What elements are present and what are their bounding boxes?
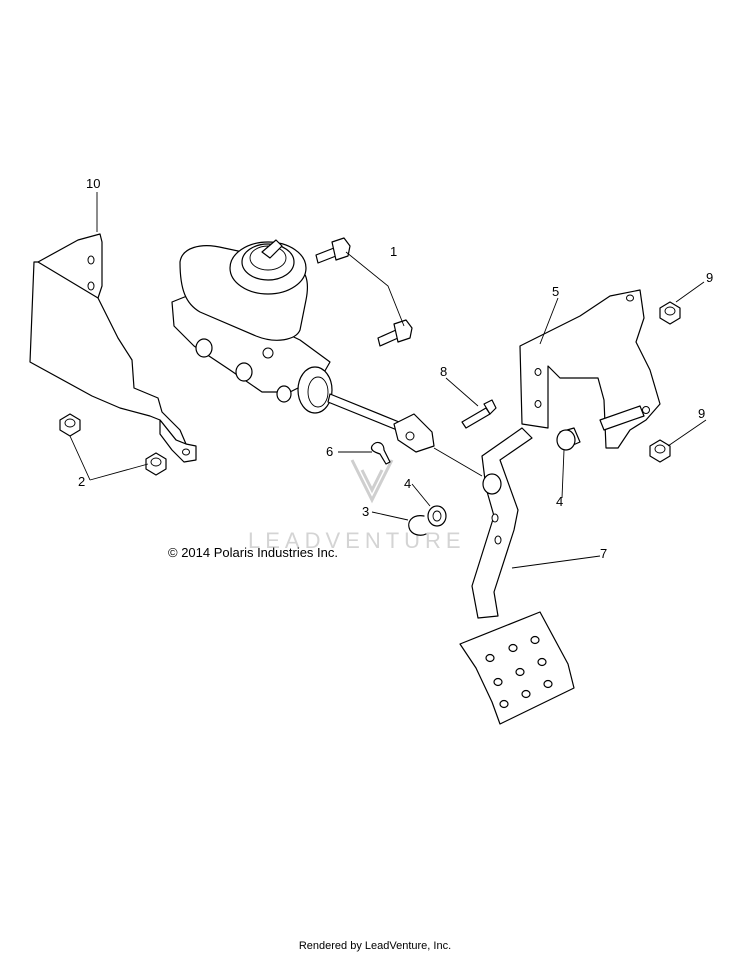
callout-4-left: 4 [404, 476, 411, 491]
callout-1: 1 [390, 244, 397, 259]
callout-6: 6 [326, 444, 333, 459]
callout-5: 5 [552, 284, 559, 299]
pedal-part-7 [459, 427, 575, 725]
nut-part-9b [649, 439, 671, 463]
master-cylinder [171, 239, 435, 453]
bolt-part-1b [377, 319, 413, 347]
bushing-part-4b [556, 427, 581, 451]
callout-2: 2 [78, 474, 85, 489]
clip-part-3 [408, 515, 427, 536]
nut-part-9a [659, 301, 681, 325]
copyright-notice: © 2014 Polaris Industries Inc. [168, 545, 338, 560]
callout-8: 8 [440, 364, 447, 379]
bolt-part-1a [315, 237, 351, 264]
rendered-by-footer: Rendered by LeadVenture, Inc. [298, 940, 452, 952]
leader-lines [69, 192, 707, 569]
pin-part-8 [461, 399, 497, 429]
callout-9-bottom: 9 [698, 406, 705, 421]
callout-9-top: 9 [706, 270, 713, 285]
nut-part-2a [59, 413, 81, 437]
callout-3: 3 [362, 504, 369, 519]
bushing-part-4a [427, 505, 447, 527]
bracket-part-10 [29, 233, 197, 463]
nut-part-2b [145, 452, 167, 476]
callout-10: 10 [86, 176, 100, 191]
callout-7: 7 [600, 546, 607, 561]
cotter-pin-part-6 [370, 441, 391, 465]
callout-4-right: 4 [556, 494, 563, 509]
bracket-part-5 [519, 289, 661, 449]
